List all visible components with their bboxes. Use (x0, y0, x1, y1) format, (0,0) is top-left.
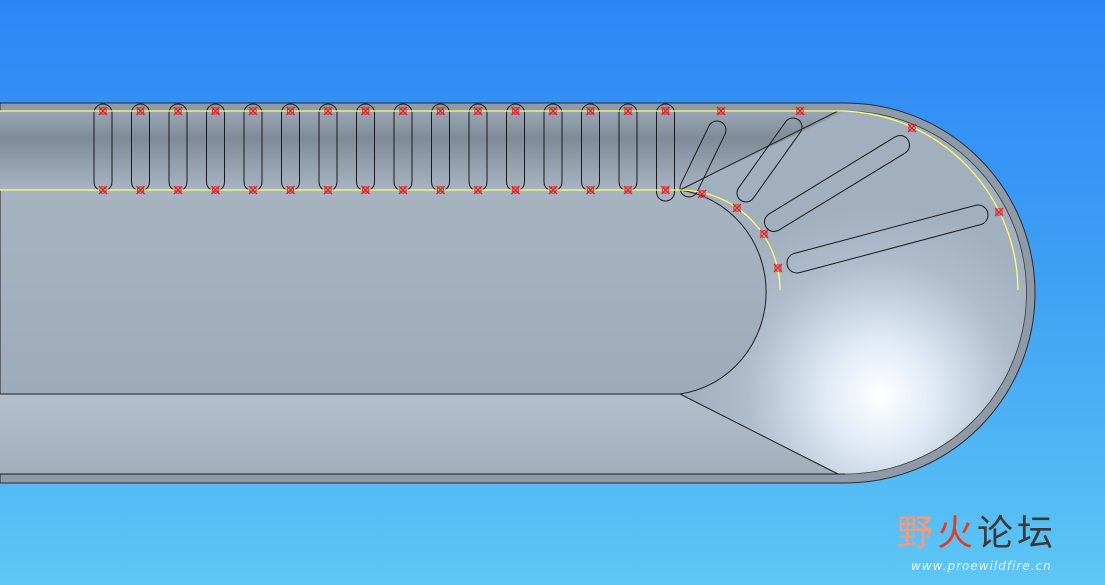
x-cross-point-icon[interactable] (623, 106, 633, 116)
x-cross-point-icon[interactable] (173, 185, 183, 195)
x-cross-point-icon[interactable] (173, 106, 183, 116)
x-cross-point-icon[interactable] (248, 106, 258, 116)
x-cross-point-icon[interactable] (716, 106, 726, 116)
x-cross-point-icon[interactable] (473, 185, 483, 195)
x-cross-point-icon[interactable] (511, 185, 520, 195)
x-cross-point-icon[interactable] (907, 123, 917, 133)
x-cross-point-icon[interactable] (697, 189, 707, 199)
vent-slot (93, 103, 113, 192)
x-cross-point-icon[interactable] (436, 185, 445, 195)
vent-slot (431, 103, 450, 192)
part-pocket-face (0, 189, 767, 395)
x-cross-point-icon[interactable] (136, 106, 145, 116)
watermark-title-part2: 火 (937, 513, 978, 554)
x-cross-point-icon[interactable] (994, 207, 1004, 217)
x-cross-point-icon[interactable] (136, 185, 145, 195)
x-cross-point-icon[interactable] (661, 185, 670, 195)
vent-slot (618, 103, 638, 192)
vent-slot (243, 103, 263, 192)
vent-slot (356, 103, 375, 192)
x-cross-point-icon[interactable] (286, 106, 295, 116)
x-cross-point-icon[interactable] (473, 106, 483, 116)
vent-slot (506, 103, 525, 192)
vent-slot (206, 103, 225, 192)
watermark-title-part1: 野 (897, 513, 938, 554)
part-top-band (0, 111, 845, 190)
x-cross-point-icon[interactable] (323, 106, 333, 116)
vent-slot (786, 204, 989, 274)
vent-slot (656, 103, 675, 202)
part-bottom-band (0, 394, 838, 474)
x-cross-point-icon[interactable] (661, 106, 670, 116)
x-cross-point-icon[interactable] (398, 185, 408, 195)
x-cross-point-icon[interactable] (361, 106, 370, 116)
datum-curve-top (0, 110, 1019, 291)
x-cross-point-icon[interactable] (211, 185, 220, 195)
x-cross-point-icon[interactable] (361, 185, 370, 195)
x-cross-point-icon[interactable] (548, 185, 558, 195)
vent-slot (468, 103, 488, 192)
x-cross-point-icon[interactable] (98, 185, 108, 195)
watermark-logo: 野火论坛 www.proewildfire.cn (897, 505, 1087, 577)
x-cross-point-icon[interactable] (732, 203, 742, 213)
x-cross-point-icon[interactable] (436, 106, 445, 116)
vent-slot (736, 117, 803, 203)
watermark-title-part3: 论坛 (977, 513, 1058, 554)
x-cross-point-icon[interactable] (548, 106, 558, 116)
x-cross-point-icon[interactable] (795, 106, 805, 116)
x-cross-point-icon[interactable] (211, 106, 220, 116)
x-cross-point-icon[interactable] (511, 106, 520, 116)
x-cross-point-icon[interactable] (586, 185, 595, 195)
x-cross-point-icon[interactable] (773, 263, 783, 273)
x-cross-point-icon[interactable] (286, 185, 295, 195)
vent-slot (543, 103, 563, 192)
x-cross-point-icon[interactable] (586, 106, 595, 116)
x-cross-point-icon[interactable] (98, 106, 108, 116)
vent-slot (393, 103, 413, 192)
watermark-title: 野火论坛 (897, 509, 1087, 559)
x-cross-point-icon[interactable] (398, 106, 408, 116)
vent-slot (168, 103, 188, 192)
watermark-url: www.proewildfire.cn (911, 559, 1052, 573)
vent-slot (581, 103, 600, 192)
x-cross-point-icon[interactable] (248, 185, 258, 195)
datum-points (98, 106, 1004, 273)
vent-slots (93, 103, 989, 274)
vent-slot (764, 135, 910, 232)
vent-slot (131, 103, 150, 192)
x-cross-point-icon[interactable] (759, 229, 769, 239)
vent-slot (318, 103, 338, 192)
vent-slot (281, 103, 300, 192)
part-edge-lines (0, 110, 845, 475)
x-cross-point-icon[interactable] (323, 185, 333, 195)
x-cross-point-icon[interactable] (623, 185, 633, 195)
